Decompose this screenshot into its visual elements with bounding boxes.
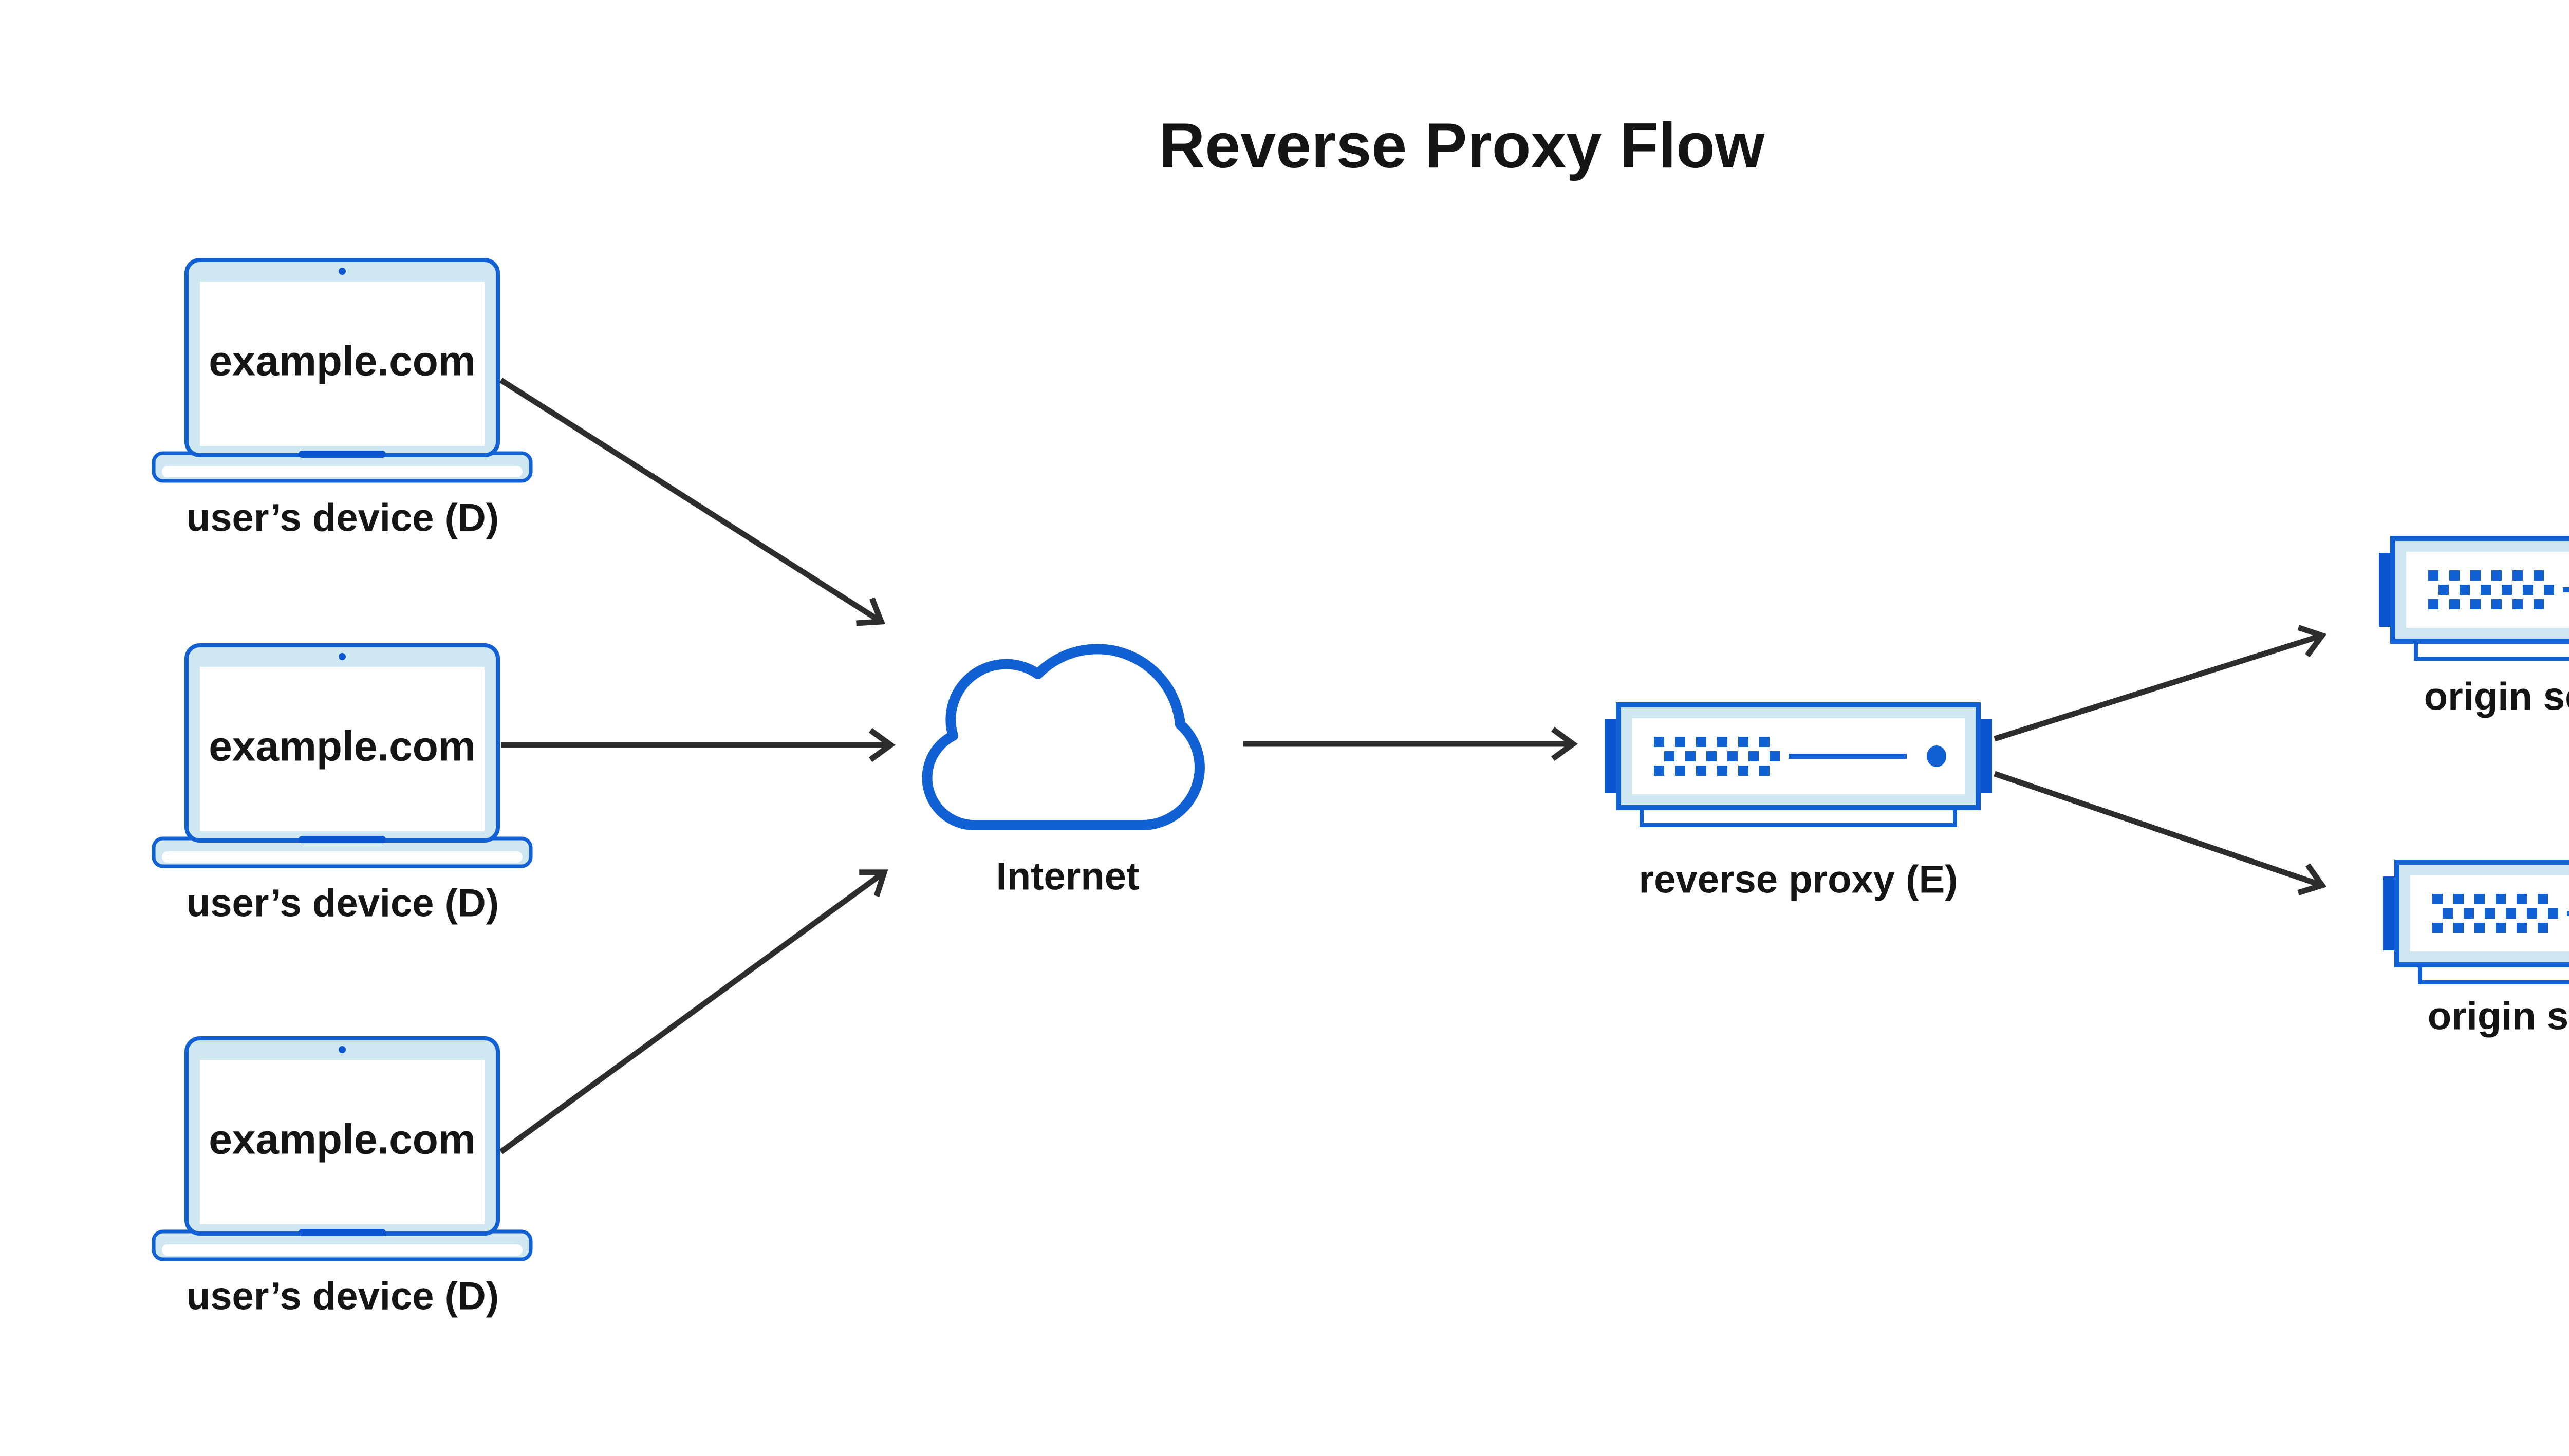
device-label: user’s device (D) [187,496,499,540]
device-screen-text: example.com [209,1116,476,1163]
reverse-proxy-label: reverse proxy (E) [1639,858,1958,902]
arrow-device1-to-internet [499,378,885,626]
device-label: user’s device (D) [187,882,499,925]
arrow-proxy-to-origin1 [1994,625,2327,742]
server-icon [1605,705,1992,825]
arrow-device3-to-internet [499,869,888,1154]
device-label: user’s device (D) [187,1275,499,1318]
origin-server-label: origin server (F) [2424,675,2569,719]
cloud-icon [922,644,1205,831]
server-icon [2383,862,2569,982]
internet-label: Internet [996,855,1140,899]
device-screen-text: example.com [209,723,476,770]
origin-server-label: origin server (F) [2428,995,2569,1038]
device-screen-text: example.com [209,338,476,385]
diagram-title: Reverse Proxy Flow [1159,110,1765,181]
server-icon [2379,538,2569,659]
arrow-proxy-to-origin2 [1994,771,2327,895]
